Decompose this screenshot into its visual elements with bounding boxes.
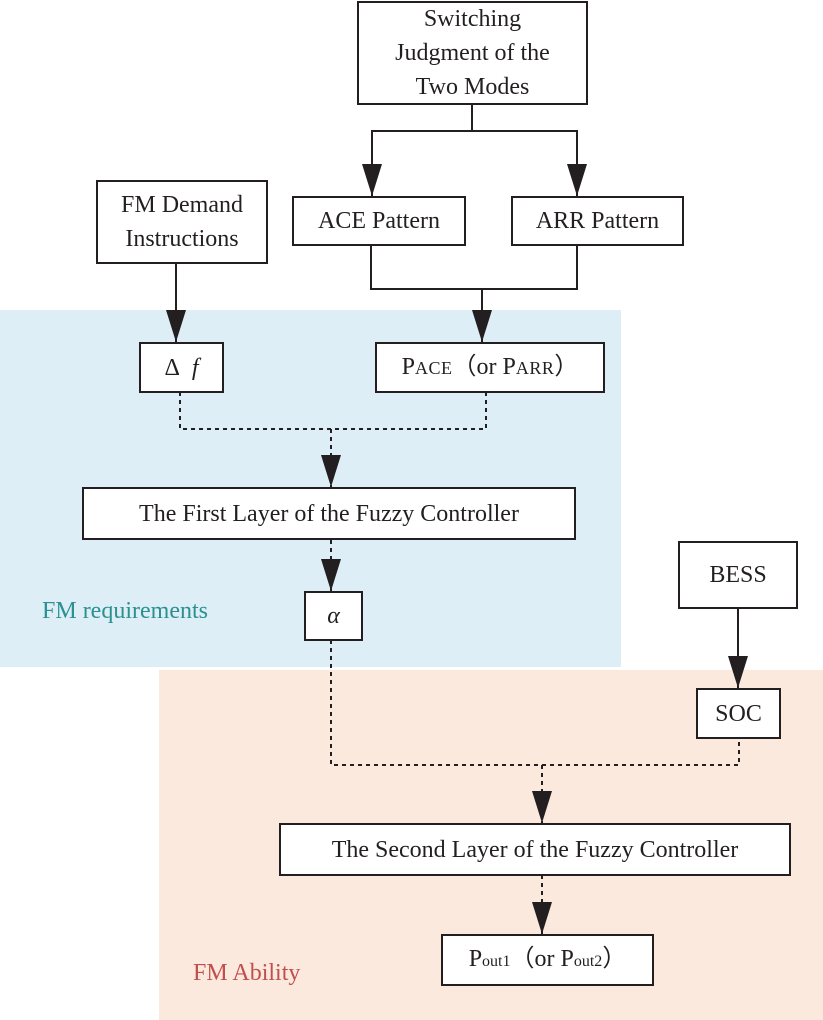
second-layer-box: The Second Layer of the Fuzzy Controller (279, 823, 791, 876)
fm-requirements-label: FM requirements (42, 598, 208, 624)
switch-to-ace-line (371, 104, 473, 196)
arrow-to-first-layer (321, 455, 341, 487)
arrow-to-soc (728, 656, 748, 688)
alpha-symbol: α (327, 603, 340, 629)
f-symbol: f (191, 354, 199, 381)
delta-f-box: Δ f (139, 342, 224, 393)
switch-to-arr-line (472, 130, 578, 196)
first-layer-box: The First Layer of the Fuzzy Controller (82, 487, 576, 540)
soc-box: SOC (696, 688, 781, 739)
fm-demand-box: FM Demand Instructions (96, 180, 268, 264)
arrow-to-deltaf (166, 310, 186, 342)
p-out-box: Pout1（or Pout2） (441, 934, 654, 986)
ace-pattern-box: ACE Pattern (292, 196, 466, 246)
alpha-box: α (304, 591, 363, 641)
p-ace-box: PACE（or PARR） (375, 342, 605, 393)
arrow-to-ace (362, 164, 382, 196)
arrow-to-pout (532, 902, 552, 934)
arrow-to-arr (567, 164, 587, 196)
arrow-to-alpha (321, 559, 341, 591)
p-out-label: Pout1（or Pout2） (468, 945, 627, 972)
delta-symbol: Δ (164, 354, 180, 381)
arr-pattern-box: ARR Pattern (511, 196, 684, 246)
p-ace-label: PACE（or PARR） (401, 354, 579, 380)
bess-box: BESS (678, 541, 798, 609)
switching-judgment-box: Switching Judgment of the Two Modes (357, 1, 588, 105)
fm-ability-label: FM Ability (193, 960, 301, 986)
patterns-to-pace-line (370, 246, 578, 342)
arrow-to-second-layer (532, 791, 552, 823)
arrow-to-pace (472, 310, 492, 342)
